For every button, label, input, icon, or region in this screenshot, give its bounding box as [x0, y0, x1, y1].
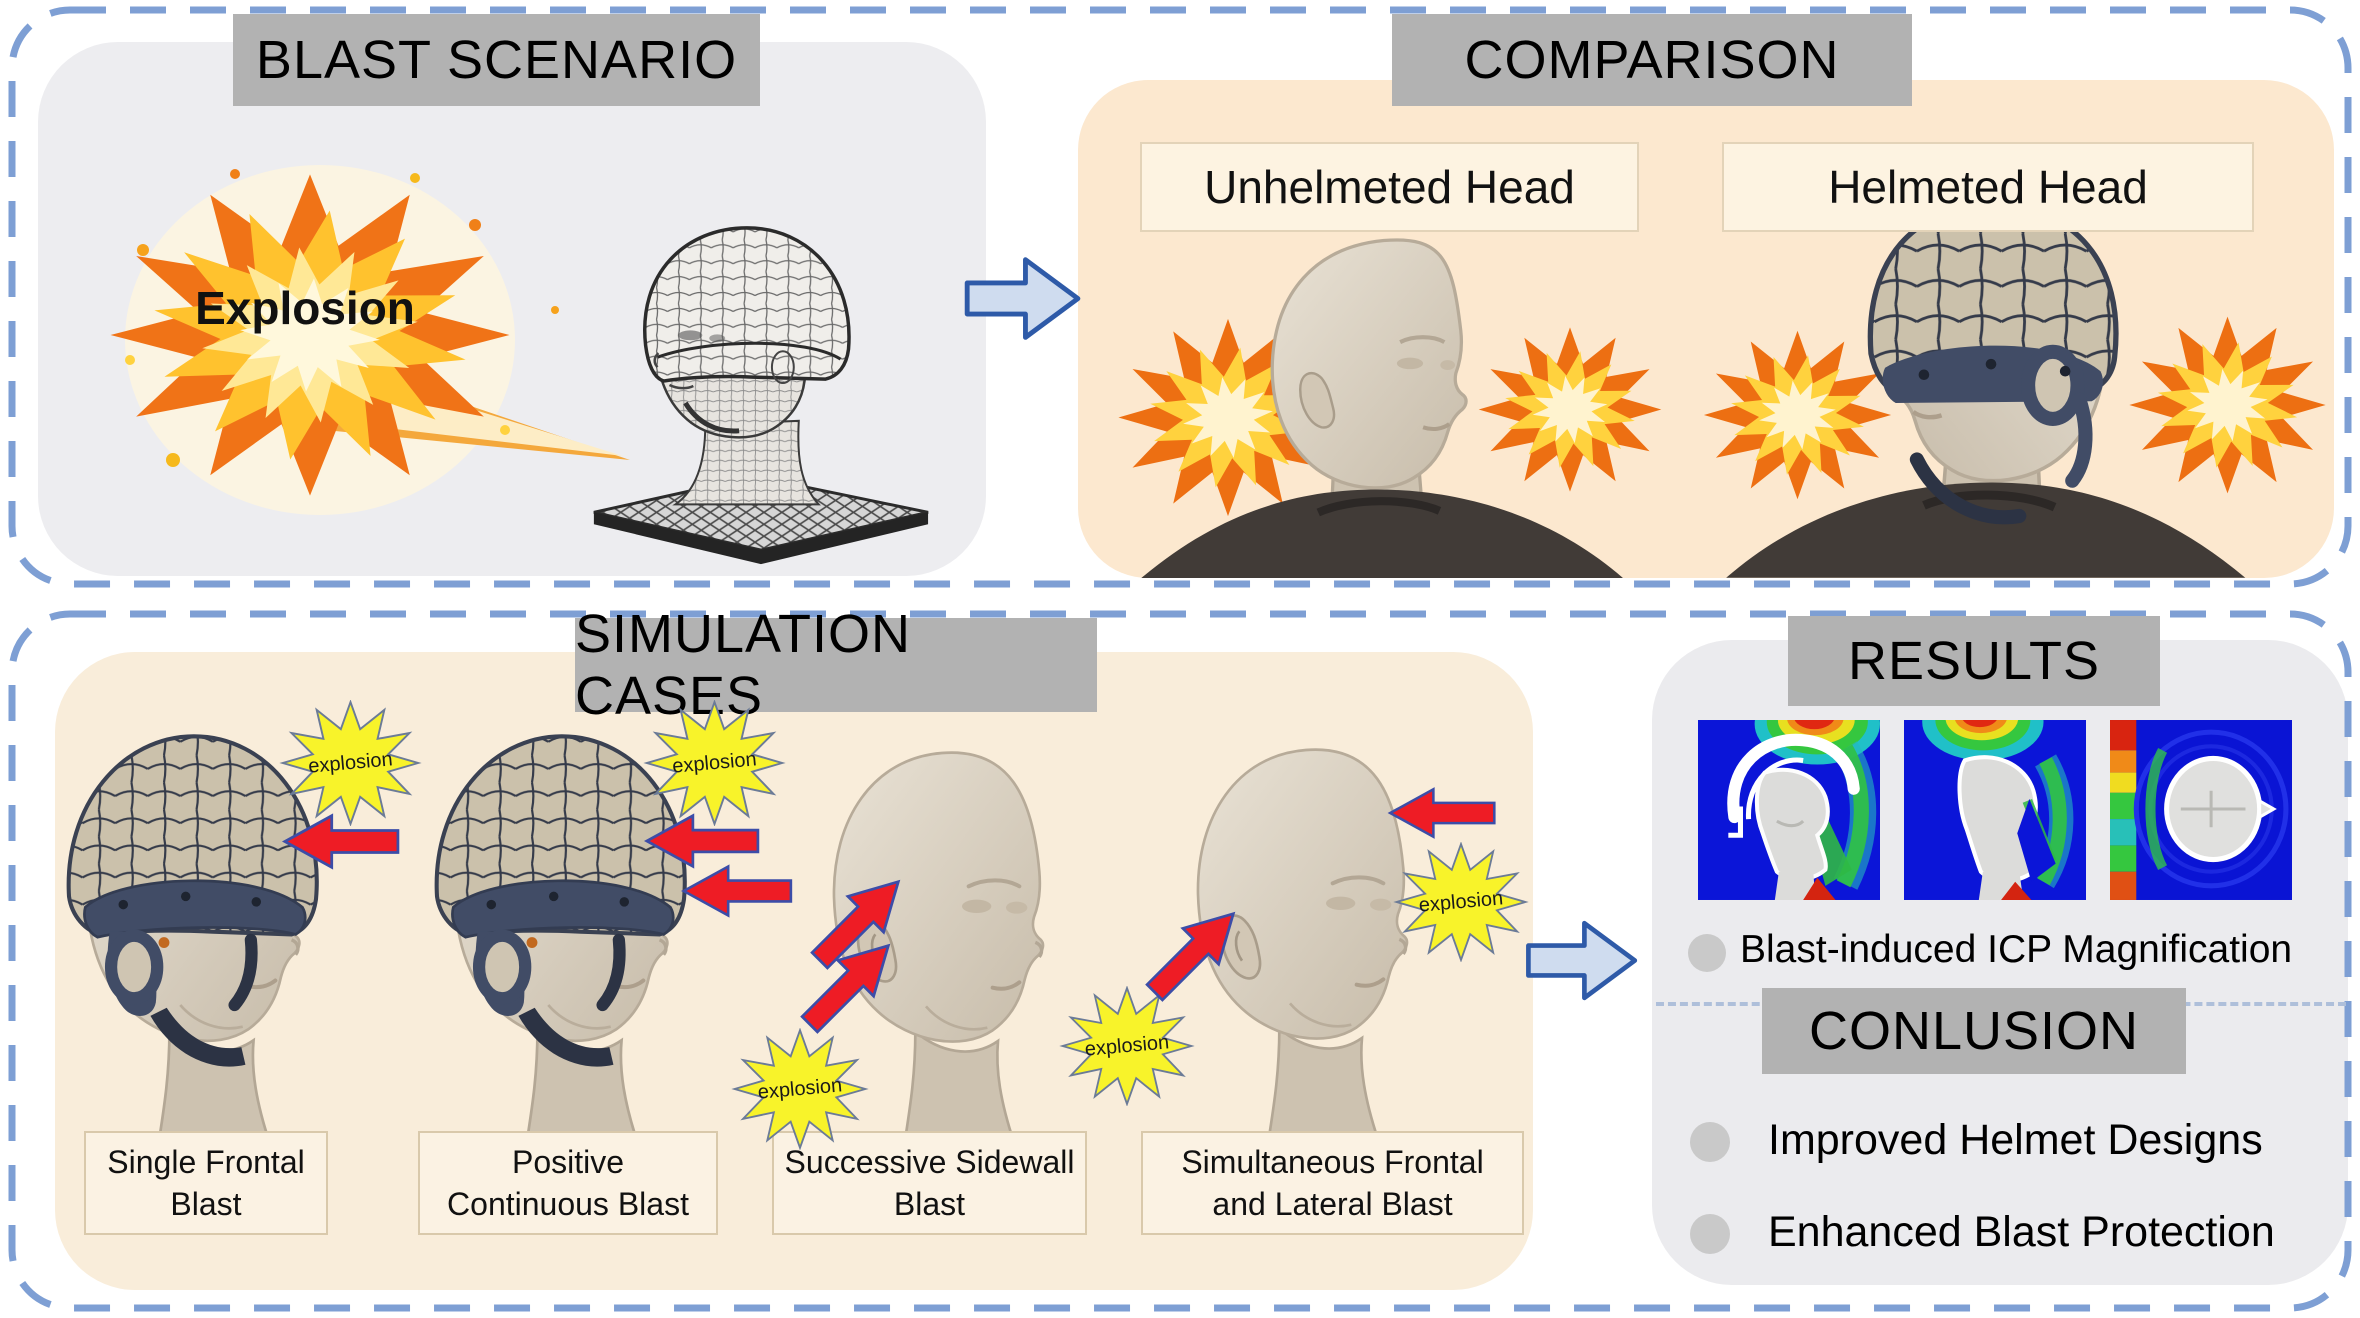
- simulation-cases-title: SIMULATION CASES: [575, 604, 1097, 726]
- unhelmeted-head-label: Unhelmeted Head: [1140, 142, 1639, 232]
- explosion-label: Explosion: [160, 282, 450, 334]
- conclusion-item-2-text: Enhanced Blast Protection: [1768, 1208, 2275, 1256]
- case1-label: Single Frontal Blast: [84, 1131, 328, 1235]
- icp-finding-label: Blast-induced ICP Magnification: [1740, 928, 2293, 971]
- case4-label: Simultaneous Frontal and Lateral Blast: [1141, 1131, 1524, 1235]
- blast-scenario-title: BLAST SCENARIO: [233, 14, 760, 106]
- icp-finding-text: Blast-induced ICP Magnification: [1740, 928, 2292, 972]
- comparison-title: COMPARISON: [1392, 14, 1912, 106]
- blast-scenario-title-text: BLAST SCENARIO: [255, 30, 738, 90]
- case2-label: Positive Continuous Blast: [418, 1131, 718, 1235]
- blast-arrow-icon: [682, 865, 793, 917]
- conclusion-title: CONLUSION: [1762, 988, 2186, 1074]
- case3-label: Successive Sidewall Blast: [772, 1131, 1087, 1235]
- bottom-section-dashed-border: [8, 610, 2352, 1312]
- explosion-star-icon: explosion: [730, 1028, 870, 1150]
- simulation-cases-title-text: SIMULATION CASES: [575, 604, 912, 726]
- bullet-icon: [1690, 1214, 1730, 1254]
- flow-arrow-bottom-icon: [1524, 912, 1642, 1010]
- icp-contour-unhelmeted-image: [1904, 720, 2086, 900]
- icp-contour-helmeted-image: [1698, 720, 1880, 900]
- blast-arrow-icon: [1388, 788, 1496, 838]
- helmeted-head-label-text: Helmeted Head: [1828, 161, 2148, 213]
- top-section-dashed-border: [8, 6, 2352, 588]
- explosion-star-icon: explosion: [1392, 842, 1530, 962]
- case2-label-text: Positive Continuous Blast: [447, 1143, 689, 1222]
- case4-label-text: Simultaneous Frontal and Lateral Blast: [1181, 1143, 1484, 1222]
- explosion-star-icon: explosion: [278, 700, 423, 826]
- explosion-star-label: explosion: [671, 747, 758, 778]
- bullet-icon: [1688, 934, 1726, 972]
- conclusion-title-text: CONLUSION: [1808, 1001, 2140, 1061]
- bullet-icon: [1690, 1122, 1730, 1162]
- conclusion-item-2: Enhanced Blast Protection: [1768, 1208, 2275, 1257]
- results-title: RESULTS: [1788, 616, 2160, 706]
- wireframe-head-illustration: [558, 208, 956, 576]
- unhelmeted-head-label-text: Unhelmeted Head: [1204, 161, 1575, 213]
- explosion-star-label: explosion: [1417, 886, 1505, 917]
- conclusion-item-1-text: Improved Helmet Designs: [1768, 1116, 2263, 1164]
- explosion-star-icon: explosion: [642, 700, 787, 826]
- explosion-burst-icon: [110, 165, 630, 515]
- helmeted-head-illustration: [1705, 198, 2270, 578]
- case3-label-text: Successive Sidewall Blast: [784, 1143, 1075, 1222]
- helmeted-head-label: Helmeted Head: [1722, 142, 2254, 232]
- explosion-star-label: explosion: [756, 1073, 844, 1104]
- comparison-title-text: COMPARISON: [1464, 30, 1840, 90]
- unhelmeted-head-illustration: [1118, 234, 1643, 578]
- case1-label-text: Single Frontal Blast: [107, 1143, 305, 1222]
- blast-arrow-icon: [283, 814, 400, 869]
- results-title-text: RESULTS: [1847, 631, 2101, 691]
- explosion-star-label: explosion: [307, 747, 394, 778]
- icp-contour-topview-image: [2110, 720, 2292, 900]
- explosion-label-text: Explosion: [195, 282, 415, 334]
- flow-arrow-top-icon: [963, 248, 1085, 350]
- blast-arrow-icon: [645, 814, 760, 868]
- conclusion-item-1: Improved Helmet Designs: [1768, 1116, 2263, 1165]
